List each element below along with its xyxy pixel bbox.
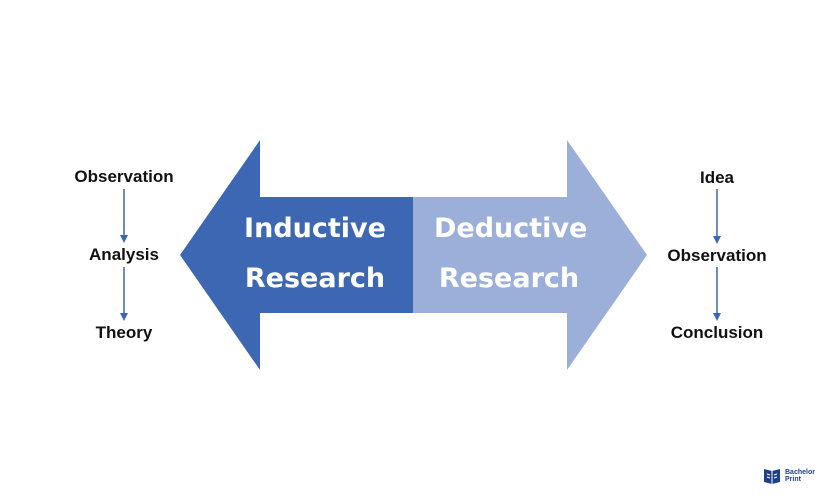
inductive-arrow-label: Inductive Research	[240, 204, 390, 304]
inductive-label-line1: Inductive	[244, 213, 386, 244]
inductive-step-observation: Observation	[74, 167, 174, 186]
deductive-label-line1: Deductive	[434, 213, 588, 244]
deductive-step-idea: Idea	[699, 168, 735, 187]
inductive-step-analysis: Analysis	[89, 245, 159, 264]
brand-logo: Bachelor Print	[762, 466, 815, 486]
deductive-arrow-label: Deductive Research	[434, 204, 588, 304]
deductive-step-conclusion: Conclusion	[670, 323, 764, 342]
inductive-step-theory: Theory	[95, 323, 153, 342]
deductive-label-line2: Research	[438, 263, 580, 294]
deductive-arrow	[413, 140, 647, 370]
inductive-label-line2: Research	[244, 263, 386, 294]
deductive-step-observation: Observation	[667, 246, 767, 265]
brand-line2: Print	[785, 476, 801, 483]
book-logo-icon	[764, 469, 780, 484]
brand-text: Bachelor Print	[785, 469, 815, 483]
inductive-arrow	[180, 140, 413, 370]
brand-line1: Bachelor	[785, 469, 815, 476]
